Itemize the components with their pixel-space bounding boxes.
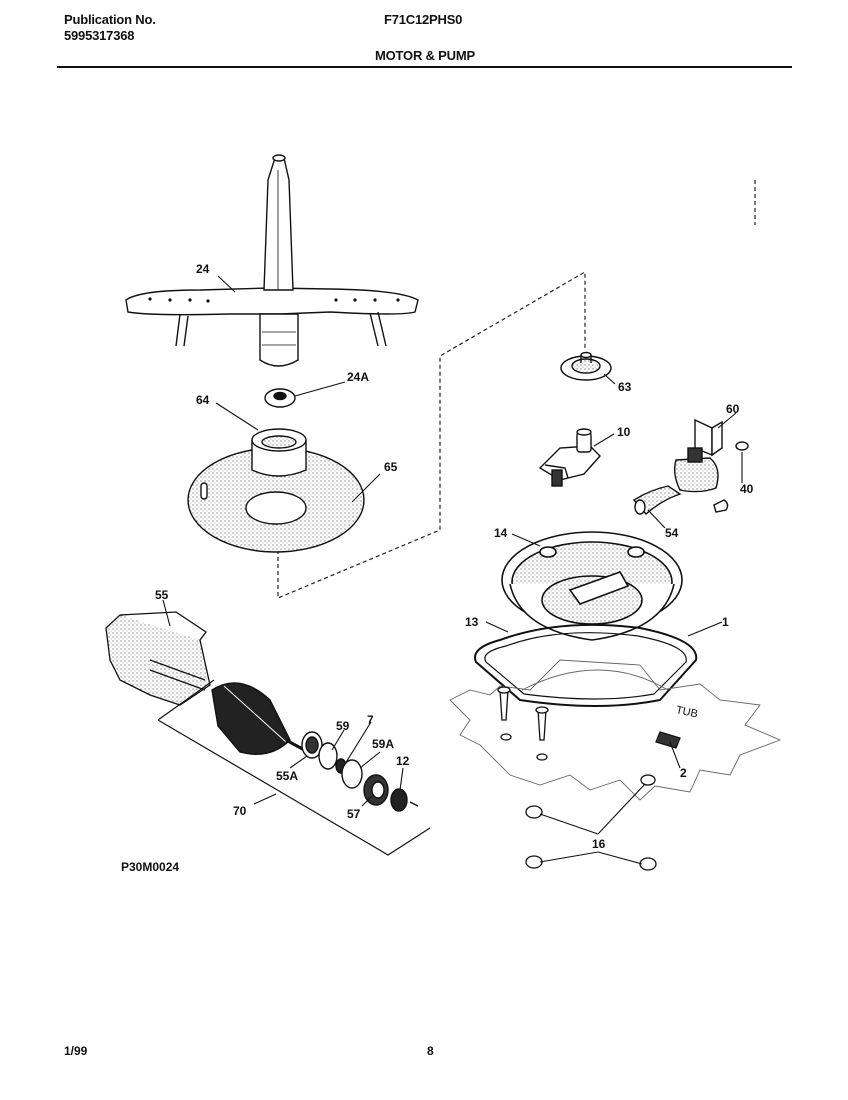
callout-13: 13 [465, 615, 479, 629]
diagram-code: P30M0024 [121, 860, 179, 874]
footer-date: 1/99 [64, 1044, 88, 1058]
lower-spray-arm [125, 154, 419, 367]
header-rule [57, 66, 792, 68]
tub-label: TUB [675, 704, 699, 720]
motor-assembly-outline [157, 679, 431, 856]
sump-housing [501, 531, 683, 641]
callout-40: 40 [740, 482, 754, 496]
callout-65: 65 [384, 460, 398, 474]
drain-valve [673, 418, 749, 513]
filter-assembly [187, 428, 365, 553]
callout-24: 24 [196, 262, 210, 276]
drain-hose [632, 485, 682, 515]
callout-1: 1 [722, 615, 729, 629]
publication-number: 5995317368 [64, 28, 135, 43]
callout-10: 10 [617, 425, 631, 439]
motor-bracket [105, 611, 211, 706]
callout-59: 59 [336, 719, 350, 733]
callout-59a: 59A [372, 737, 394, 751]
pump-fitting [538, 428, 601, 487]
callout-57: 57 [347, 807, 361, 821]
callout-7: 7 [367, 713, 374, 727]
sump-gasket [474, 623, 698, 707]
page-number: 8 [427, 1044, 434, 1058]
callout-55: 55 [155, 588, 169, 602]
section-title: MOTOR & PUMP [375, 48, 475, 63]
pump-cap [560, 351, 612, 381]
tub-outline [449, 659, 782, 801]
callout-70: 70 [233, 804, 247, 818]
dashed-guide-lines [277, 180, 756, 599]
leader-lines [162, 275, 743, 865]
pump-motor [211, 682, 309, 755]
callout-14: 14 [494, 526, 508, 540]
model-number: F71C12PHS0 [384, 12, 463, 27]
callout-24a: 24A [347, 370, 369, 384]
callout-55a: 55A [276, 769, 298, 783]
callout-60: 60 [726, 402, 740, 416]
callout-54: 54 [665, 526, 679, 540]
mounting-screws [497, 686, 681, 871]
callout-2: 2 [680, 766, 687, 780]
publication-label: Publication No. [64, 12, 156, 27]
spray-arm-washer [264, 388, 296, 408]
callout-63: 63 [618, 380, 632, 394]
callout-16: 16 [592, 837, 606, 851]
pump-seals-and-impeller [301, 731, 419, 812]
callout-labels: 24 24A 64 65 63 10 60 40 54 14 13 1 2 16… [121, 262, 754, 874]
callout-12: 12 [396, 754, 410, 768]
callout-64: 64 [196, 393, 210, 407]
